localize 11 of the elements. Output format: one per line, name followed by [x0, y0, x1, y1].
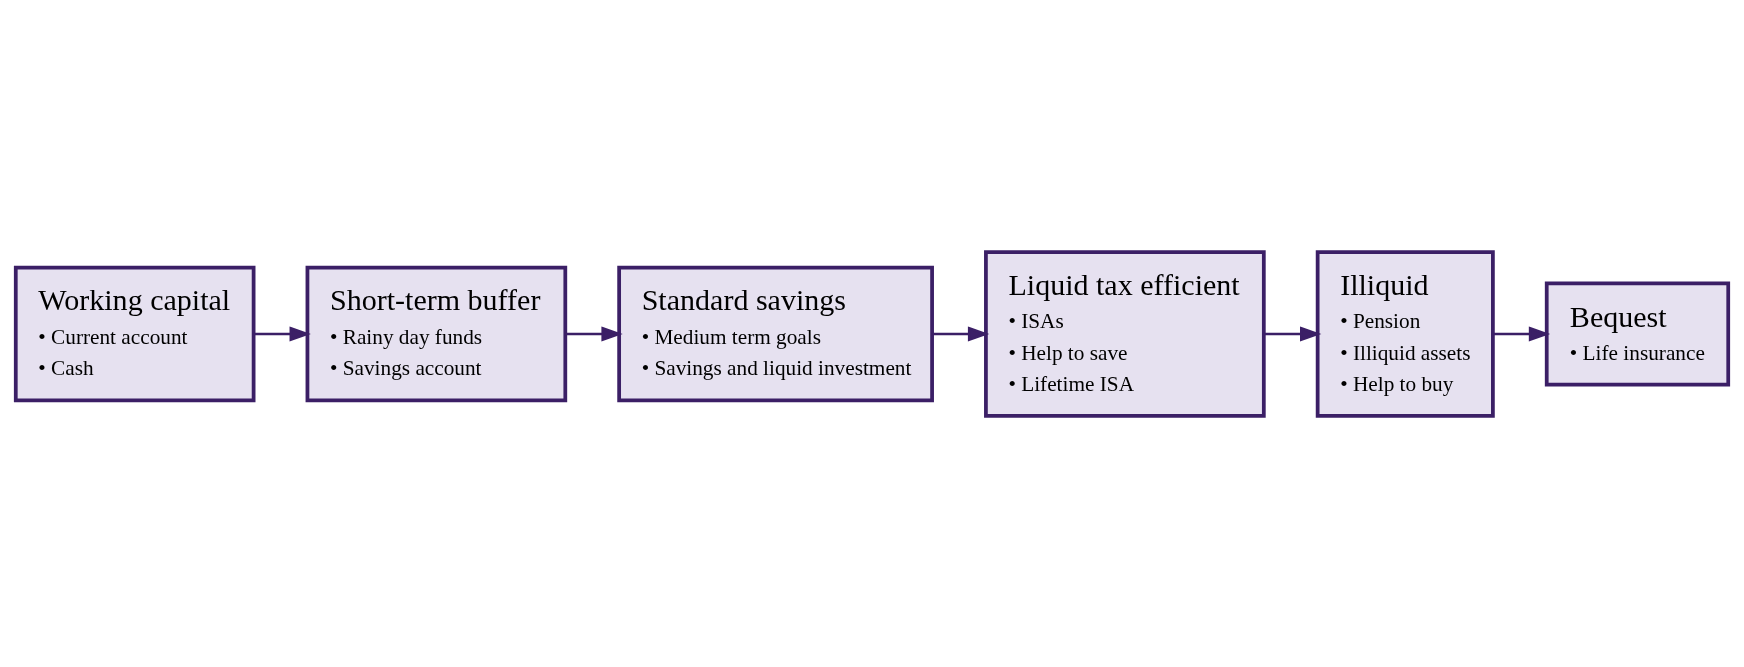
node-box: Bequest • Life insurance — [1544, 280, 1731, 387]
node-box: Short-term buffer • Rainy day funds • Savings account — [305, 265, 568, 402]
arrow — [565, 326, 623, 341]
node-box: Working capital • Current account • Cash — [13, 265, 256, 402]
arrow — [1493, 326, 1551, 341]
arrow — [932, 326, 990, 341]
node-box: Standard savings • Medium term goals • Savings and liquid investment — [617, 265, 934, 402]
arrow — [1263, 326, 1322, 341]
arrow — [253, 326, 311, 341]
node-box: Liquid tax efficient • ISAs • Help to save • Lifetime ISA — [984, 249, 1266, 418]
node-box: Illiquid • Pension • Illiquid assets • Help to buy — [1315, 249, 1495, 418]
